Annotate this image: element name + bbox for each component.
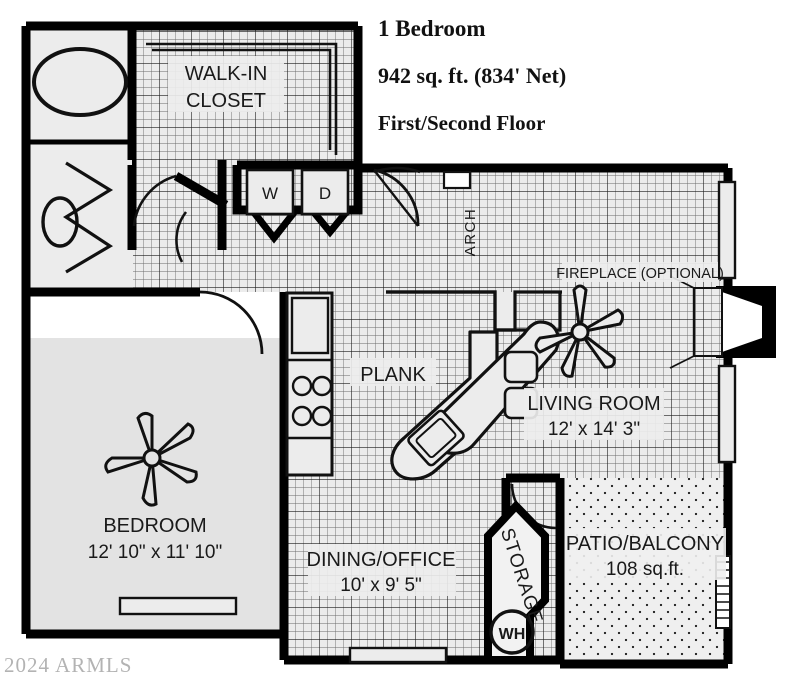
label-bg-plank	[350, 358, 436, 386]
water-heater-icon	[489, 609, 535, 655]
kitchen-plank-label: PLANK	[360, 364, 426, 386]
fireplace-assembly	[669, 275, 776, 369]
walk-in-closet-label-line1: WALK-IN	[185, 63, 268, 85]
header-line-3: First/Second Floor	[378, 111, 545, 135]
bathroom-fixtures	[30, 47, 133, 274]
label-bg-walk-in-closet	[168, 56, 284, 112]
watermark-text: 2024 ARMLS	[4, 653, 132, 677]
living-room-dims: 12' x 14' 3"	[548, 419, 640, 440]
door-swing-bath	[175, 211, 188, 263]
bedroom-label: BEDROOM	[103, 515, 206, 537]
door-head-entry	[373, 166, 421, 174]
laundry-appliances: W D	[245, 168, 350, 216]
water-heater-label: WH	[499, 626, 526, 643]
patio-balcony-label: PATIO/BALCONY	[566, 533, 724, 555]
entry-niche	[442, 170, 472, 190]
vanity-edge-detail	[63, 161, 114, 274]
dining-office-label: DINING/OFFICE	[307, 549, 456, 571]
bar-sink-inner	[415, 417, 457, 459]
windows	[118, 170, 737, 664]
header-line-2: 942 sq. ft. (834' Net)	[378, 63, 566, 88]
carpet-floor-bedroom	[30, 338, 284, 634]
kitchen-fixtures	[285, 290, 562, 481]
door-chord-entry	[373, 169, 419, 227]
door-swing-bedroom	[199, 290, 264, 355]
plan-header: 1 Bedroom 942 sq. ft. (834' Net) First/S…	[378, 16, 566, 135]
closet-shelf-line-inner	[152, 48, 332, 150]
vanity-counter	[62, 160, 132, 165]
storage-closet: WH STORAGE	[484, 500, 549, 664]
label-bg-living-room	[524, 388, 664, 440]
window-bedroom	[118, 596, 238, 616]
arch-label: ARCH	[462, 208, 479, 257]
bedroom-dims: 12' 10" x 11' 10"	[88, 542, 222, 563]
closet-shelf-line-outer	[146, 42, 338, 155]
label-bg-patio	[566, 528, 726, 580]
door-leaf-closet	[173, 172, 229, 209]
door-swing-closet	[132, 174, 177, 227]
label-bg-fireplace	[562, 262, 718, 282]
washer-label: W	[262, 184, 278, 203]
window-dining	[348, 646, 448, 664]
bathtub-icon	[32, 47, 128, 117]
dining-office-dims: 10' x 9' 5"	[340, 575, 422, 596]
header-line-1: 1 Bedroom	[378, 16, 486, 41]
dryer-label: D	[319, 184, 331, 203]
door-swing-entry	[373, 168, 420, 227]
door-indicator-washer	[249, 207, 299, 244]
window-living-upper	[717, 180, 737, 280]
kitchen-sink-basin	[290, 296, 330, 355]
kitchen-upper-counter-edge	[386, 290, 562, 332]
dryer-box	[300, 168, 350, 216]
patio-balcony-dims: 108 sq.ft.	[606, 559, 684, 580]
burner-icon-1	[291, 375, 313, 397]
ceiling-fan-bedroom	[104, 411, 198, 507]
fireplace-label: FIREPLACE (OPTIONAL)	[556, 266, 724, 282]
cooktop-module-1	[503, 350, 539, 384]
washer-box	[245, 168, 295, 216]
living-room-label: LIVING ROOM	[527, 393, 660, 415]
burner-icon-2	[311, 375, 333, 397]
burner-icon-4	[311, 405, 333, 427]
door-indicator-dryer	[309, 207, 351, 238]
burner-icon-3	[291, 405, 313, 427]
sink-basin-icon	[41, 196, 79, 248]
window-living-lower	[717, 364, 737, 464]
room-labels: WALK-IN CLOSET PLANK ARCH FIREPLACE (OPT…	[88, 56, 726, 596]
fireplace-hearth	[693, 287, 723, 357]
closet-shelving	[146, 42, 338, 155]
label-bg-dining-office	[308, 544, 456, 596]
fireplace-opening	[722, 292, 762, 352]
walk-in-closet-label-line2: CLOSET	[186, 90, 266, 112]
fireplace-leader-bottom	[669, 355, 695, 369]
ceiling-fan-living	[534, 284, 625, 378]
doors	[132, 166, 557, 530]
storage-outline	[484, 500, 549, 664]
wall-laundry-box	[232, 165, 363, 215]
